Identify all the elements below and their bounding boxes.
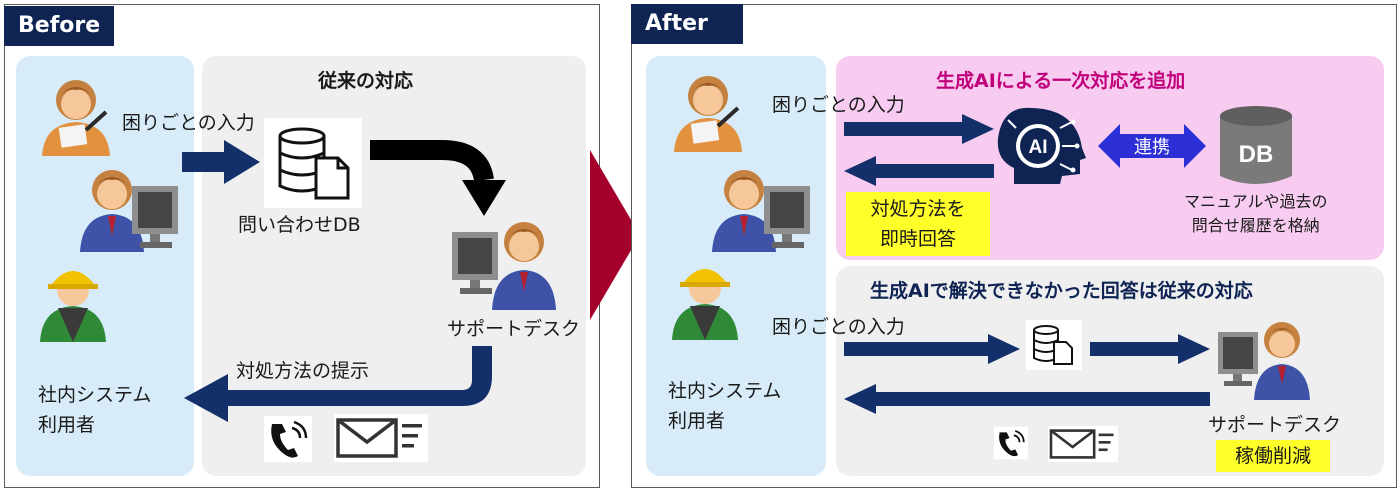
before-tag: Before: [4, 6, 114, 46]
after-support-desk-icon: [1218, 322, 1310, 400]
user-pc-icon: [80, 170, 178, 252]
before-desk-label: サポートデスク: [447, 318, 581, 340]
before-section-title: 従来の対応: [318, 70, 414, 92]
after-tag: After: [631, 4, 743, 44]
workload-reduction-badge: 稼働削減: [1216, 440, 1330, 472]
after-mail-icon: [1048, 426, 1118, 462]
before-reply-arrow: [184, 346, 492, 422]
mail-icon: [334, 414, 428, 462]
before-escalate-arrow: [370, 140, 506, 216]
before-reply-label: 対処方法の提示: [236, 360, 370, 382]
before-users-label-line2: 利用者: [38, 414, 96, 436]
phone-icon: [264, 416, 312, 462]
before-db-label: 問い合わせDB: [238, 214, 361, 236]
db-description-line2: 問合せ履歴を格納: [1191, 216, 1320, 235]
user-worker-icon: [40, 271, 106, 342]
after-user-pc-icon: [712, 170, 810, 252]
db-description-line1: マニュアルや過去の: [1184, 192, 1328, 211]
ai-head-icon: AI: [997, 107, 1086, 184]
before-users-lane: [16, 56, 194, 476]
after-users-label: 社内システム 利用者: [668, 376, 781, 436]
ai-icon-text: AI: [1029, 137, 1048, 158]
fallback-reply-arrow: [844, 384, 1210, 414]
fallback-input-arrow-2: [1090, 334, 1210, 364]
db-icon-text: DB: [1239, 141, 1274, 168]
before-users-label-line1: 社内システム: [38, 384, 152, 406]
inquiry-db-icon: [264, 118, 362, 208]
before-to-after-arrow: [590, 150, 640, 320]
after-users-label-line1: 社内システム: [668, 380, 782, 402]
fallback-db-icon: [1026, 320, 1082, 370]
ai-section-title: 生成AIによる一次対応を追加: [936, 70, 1186, 92]
user-clerk-icon: [42, 80, 110, 156]
instant-answer-badge: 対処方法を 即時回答: [846, 192, 990, 256]
after-users-lane: [646, 56, 826, 476]
ai-input-arrow: [844, 114, 994, 144]
ai-reply-arrow: [844, 156, 994, 186]
before-users-label: 社内システム 利用者: [38, 380, 151, 440]
ai-input-label: 困りごとの入力: [772, 94, 905, 116]
fallback-input-arrow-1: [844, 334, 1020, 364]
fallback-input-label: 困りごとの入力: [772, 316, 905, 338]
after-phone-icon: [994, 426, 1028, 460]
link-label: 連携: [1134, 137, 1170, 158]
link-double-arrow: 連携: [1098, 124, 1206, 168]
after-users-label-line2: 利用者: [668, 410, 726, 432]
after-user-clerk-icon: [674, 76, 742, 152]
db-cylinder-icon: DB: [1220, 106, 1292, 184]
after-desk-label: サポートデスク: [1208, 414, 1342, 436]
instant-answer-line2: 即時回答: [879, 228, 956, 250]
after-user-worker-icon: [672, 269, 738, 340]
support-desk-icon: [452, 222, 556, 310]
db-description: マニュアルや過去の 問合せ履歴を格納: [1184, 190, 1328, 238]
before-input-label: 困りごとの入力: [122, 112, 255, 134]
before-input-arrow: [182, 140, 260, 184]
fallback-title: 生成AIで解決できなかった回答は従来の対応: [870, 280, 1253, 302]
instant-answer-line1: 対処方法を: [870, 198, 966, 220]
